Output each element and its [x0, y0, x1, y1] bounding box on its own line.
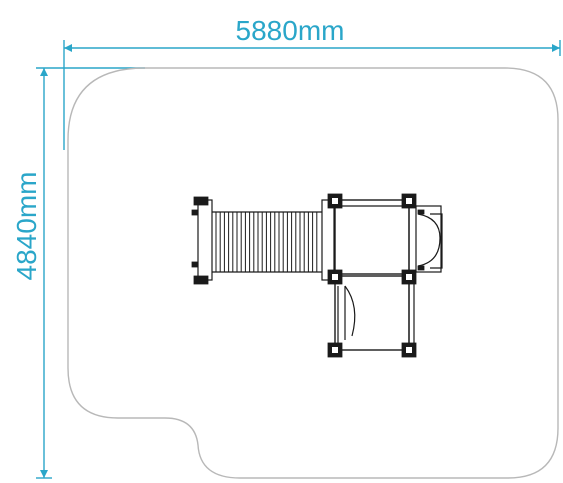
height-arrow-bottom: [40, 470, 48, 478]
play-equipment: [191, 193, 443, 358]
ladder-bridge: [191, 196, 335, 285]
width-label: 5880mm: [236, 15, 345, 46]
post-inner: [332, 347, 338, 353]
post-inner: [406, 198, 412, 204]
height-arrow-top: [40, 68, 48, 76]
post-inner: [332, 274, 338, 280]
post-inner: [406, 347, 412, 353]
side-steps: [408, 205, 443, 273]
safety-area-boundary: [67, 67, 559, 479]
width-arrow-right: [552, 44, 560, 52]
post-inner: [406, 274, 412, 280]
bridge-slats: [215, 212, 318, 272]
width-dimension: 5880mm: [63, 15, 561, 150]
width-arrow-left: [64, 44, 72, 52]
height-label: 4840mm: [11, 172, 42, 281]
lower-deck: [334, 275, 415, 351]
posts: [327, 193, 417, 358]
height-dimension: 4840mm: [11, 67, 145, 479]
upper-deck: [334, 199, 410, 275]
post-inner: [332, 198, 338, 204]
